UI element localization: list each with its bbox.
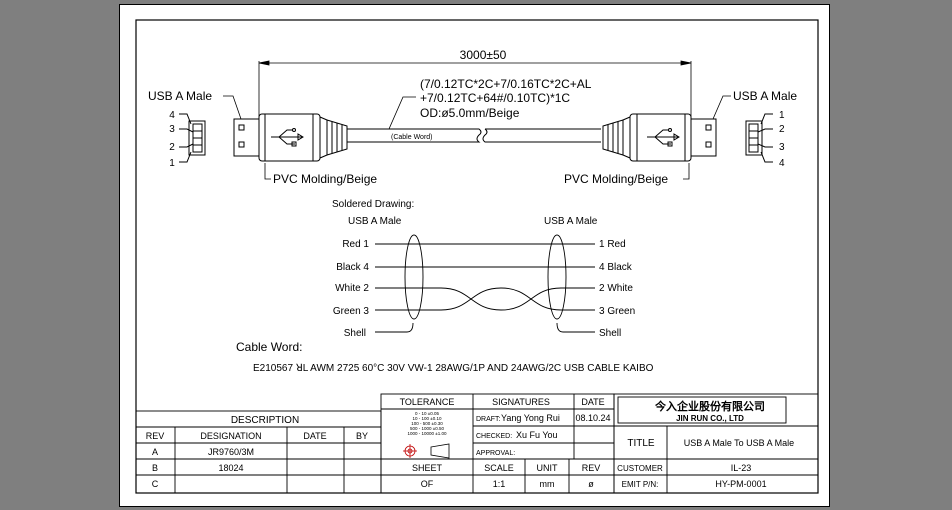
svg-text:500 - 1000 ±0.50: 500 - 1000 ±0.50: [410, 426, 444, 431]
rev-value: ø: [588, 479, 594, 489]
spec-leader: [388, 96, 416, 130]
left-connector-label: USB A Male: [148, 89, 212, 103]
cable-word-tag: (Cable Word): [391, 134, 433, 141]
cable-spec-line-2: +7/0.12TC+64#/0.10TC)*1C: [420, 91, 570, 105]
right-wire-shell: Shell: [599, 328, 621, 339]
left-molding-leader: [264, 163, 271, 180]
svg-text:10 - 100 ±0.10: 10 - 100 ±0.10: [413, 416, 442, 421]
row-a-rev: A: [152, 447, 158, 457]
rev-label: REV: [582, 463, 601, 473]
unit-label: UNIT: [537, 463, 558, 473]
right-wire-black: 4 Black: [599, 262, 633, 273]
right-end-view: [745, 113, 773, 163]
wiring-lines: [375, 234, 595, 333]
svg-text:1000 - 10000 ±1.00: 1000 - 10000 ±1.00: [407, 431, 446, 436]
company-name-en: JIN RUN CO., LTD: [676, 414, 744, 423]
cable-word-label: Cable Word:: [236, 340, 302, 354]
right-wire-white: 2 White: [599, 283, 633, 294]
sheet-value: OF: [421, 479, 434, 489]
left-wire-white: White 2: [335, 283, 369, 294]
description-label: DESCRIPTION: [231, 415, 299, 426]
length-dimension: [258, 60, 692, 121]
right-pin-3: 3: [779, 142, 785, 153]
left-pin-3: 3: [169, 124, 175, 135]
cable-spec-line-3: OD:ø5.0mm/Beige: [420, 106, 520, 120]
col-by: BY: [356, 431, 368, 441]
cable-drawing: 3000±50 (7/0.12TC*2C+7/0.16TC*2C+AL +7/0…: [135, 19, 819, 494]
projection-symbol-icon: [403, 443, 450, 459]
svg-text:100 - 500 ±0.30: 100 - 500 ±0.30: [411, 421, 443, 426]
tolerance-values: 0 - 10 ±0.05 10 - 100 ±0.10 100 - 500 ±0…: [407, 411, 446, 436]
left-wire-red: Red 1: [342, 239, 369, 250]
drawing-sheet: 3000±50 (7/0.12TC*2C+7/0.16TC*2C+AL +7/0…: [119, 4, 830, 507]
col-rev: REV: [146, 431, 165, 441]
scale-label: SCALE: [484, 463, 514, 473]
sheet-label: SHEET: [412, 463, 443, 473]
soldered-right-header: USB A Male: [544, 216, 598, 227]
emit-label: EMIT P/N:: [622, 480, 659, 489]
row-a-designation: JR9760/3M: [208, 447, 254, 457]
title-value: USB A Male To USB A Male: [684, 438, 794, 448]
left-plug: [233, 113, 348, 162]
unit-value: mm: [540, 479, 555, 489]
checked-name: Xu Fu You: [516, 430, 558, 440]
title-label: TITLE: [627, 438, 655, 449]
company-name-cn: 今入企业股份有限公司: [654, 399, 765, 413]
signatures-label: SIGNATURES: [492, 397, 550, 407]
cable-word-text: E210567 ꓤL AWM 2725 60°C 30V VW-1 28AWG/…: [253, 363, 654, 374]
left-pin-4: 4: [169, 110, 175, 121]
left-molding-label: PVC Molding/Beige: [273, 172, 377, 186]
scale-value: 1:1: [493, 479, 506, 489]
draft-name: Yang Yong Rui: [501, 413, 560, 423]
right-plug: [602, 113, 717, 162]
left-wire-black: Black 4: [336, 262, 369, 273]
row-c-rev: C: [152, 479, 159, 489]
draft-label: DRAFT:: [476, 416, 501, 423]
cable-spec-line-1: (7/0.12TC*2C+7/0.16TC*2C+AL: [420, 77, 592, 91]
approval-label: APPROVAL:: [476, 450, 515, 457]
left-wire-shell: Shell: [344, 328, 366, 339]
date-label: DATE: [581, 397, 604, 407]
right-pin-2: 2: [779, 124, 785, 135]
soldered-left-header: USB A Male: [348, 216, 402, 227]
left-pin-1: 1: [169, 158, 175, 169]
right-molding-leader: [683, 163, 690, 180]
soldered-title: Soldered Drawing:: [332, 199, 414, 210]
left-pin-2: 2: [169, 142, 175, 153]
col-designation: DESIGNATION: [200, 431, 261, 441]
customer-label: CUSTOMER: [617, 464, 663, 473]
tolerance-label: TOLERANCE: [400, 397, 455, 407]
left-end-view: [179, 113, 206, 163]
customer-value: IL-23: [731, 463, 752, 473]
draft-date: 08.10.24: [575, 413, 610, 423]
emit-value: HY-PM-0001: [715, 479, 766, 489]
cable-body: [347, 128, 601, 143]
right-pin-4: 4: [779, 158, 785, 169]
right-label-leader: [712, 95, 731, 120]
left-wire-green: Green 3: [333, 306, 370, 317]
col-date: DATE: [303, 431, 326, 441]
right-connector-label: USB A Male: [733, 89, 797, 103]
row-b-rev: B: [152, 463, 158, 473]
title-block-grid: [135, 393, 819, 494]
dimension-text: 3000±50: [460, 48, 507, 62]
svg-text:0 - 10 ±0.05: 0 - 10 ±0.05: [415, 411, 439, 416]
right-pin-1: 1: [779, 110, 785, 121]
left-label-leader: [223, 95, 242, 120]
right-molding-label: PVC Molding/Beige: [564, 172, 668, 186]
checked-label: CHECKED:: [476, 433, 512, 440]
row-b-designation: 18024: [218, 463, 243, 473]
right-wire-green: 3 Green: [599, 306, 635, 317]
right-wire-red: 1 Red: [599, 239, 626, 250]
